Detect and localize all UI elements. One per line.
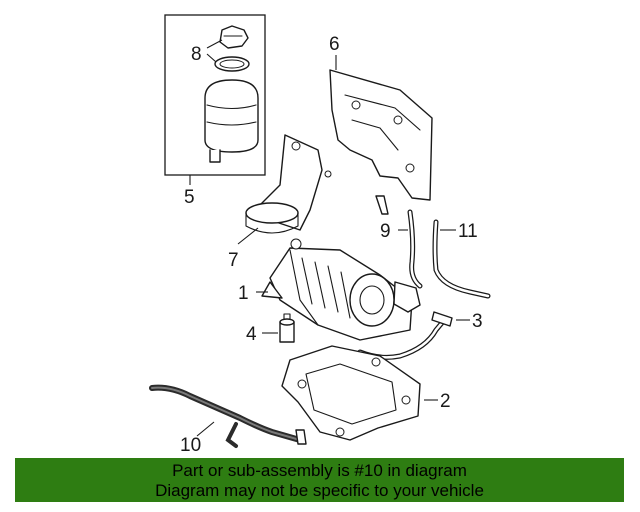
hose-part-11[interactable] <box>432 219 491 299</box>
reservoir-part-5[interactable] <box>164 14 266 176</box>
callout-5: 5 <box>184 187 195 208</box>
hose-part-9[interactable] <box>407 209 423 289</box>
callout-8: 8 <box>191 44 202 65</box>
banner-line-1: Part or sub-assembly is #10 in diagram <box>172 461 467 480</box>
callout-3: 3 <box>472 311 483 332</box>
hose-part-10[interactable] <box>149 384 307 448</box>
callout-4: 4 <box>246 324 257 345</box>
callout-10: 10 <box>180 435 201 456</box>
strap-bracket-part-7[interactable] <box>245 134 332 234</box>
banner-line-2: Diagram may not be specific to your vehi… <box>155 481 484 500</box>
callout-1: 1 <box>238 283 249 304</box>
bracket-part-6[interactable] <box>329 69 433 215</box>
info-banner: Part or sub-assembly is #10 in diagram D… <box>15 458 624 502</box>
filter-part-4[interactable] <box>279 313 295 343</box>
callout-6: 6 <box>329 34 340 55</box>
callout-9: 9 <box>380 221 391 242</box>
callout-7: 7 <box>228 250 239 271</box>
callout-2: 2 <box>440 391 451 412</box>
lower-bracket-part-2[interactable] <box>281 345 421 441</box>
parts-diagram: 5 8 6 7 1 <box>149 14 491 456</box>
pump-assembly-part-1[interactable] <box>261 238 421 341</box>
callout-11: 11 <box>458 221 478 242</box>
